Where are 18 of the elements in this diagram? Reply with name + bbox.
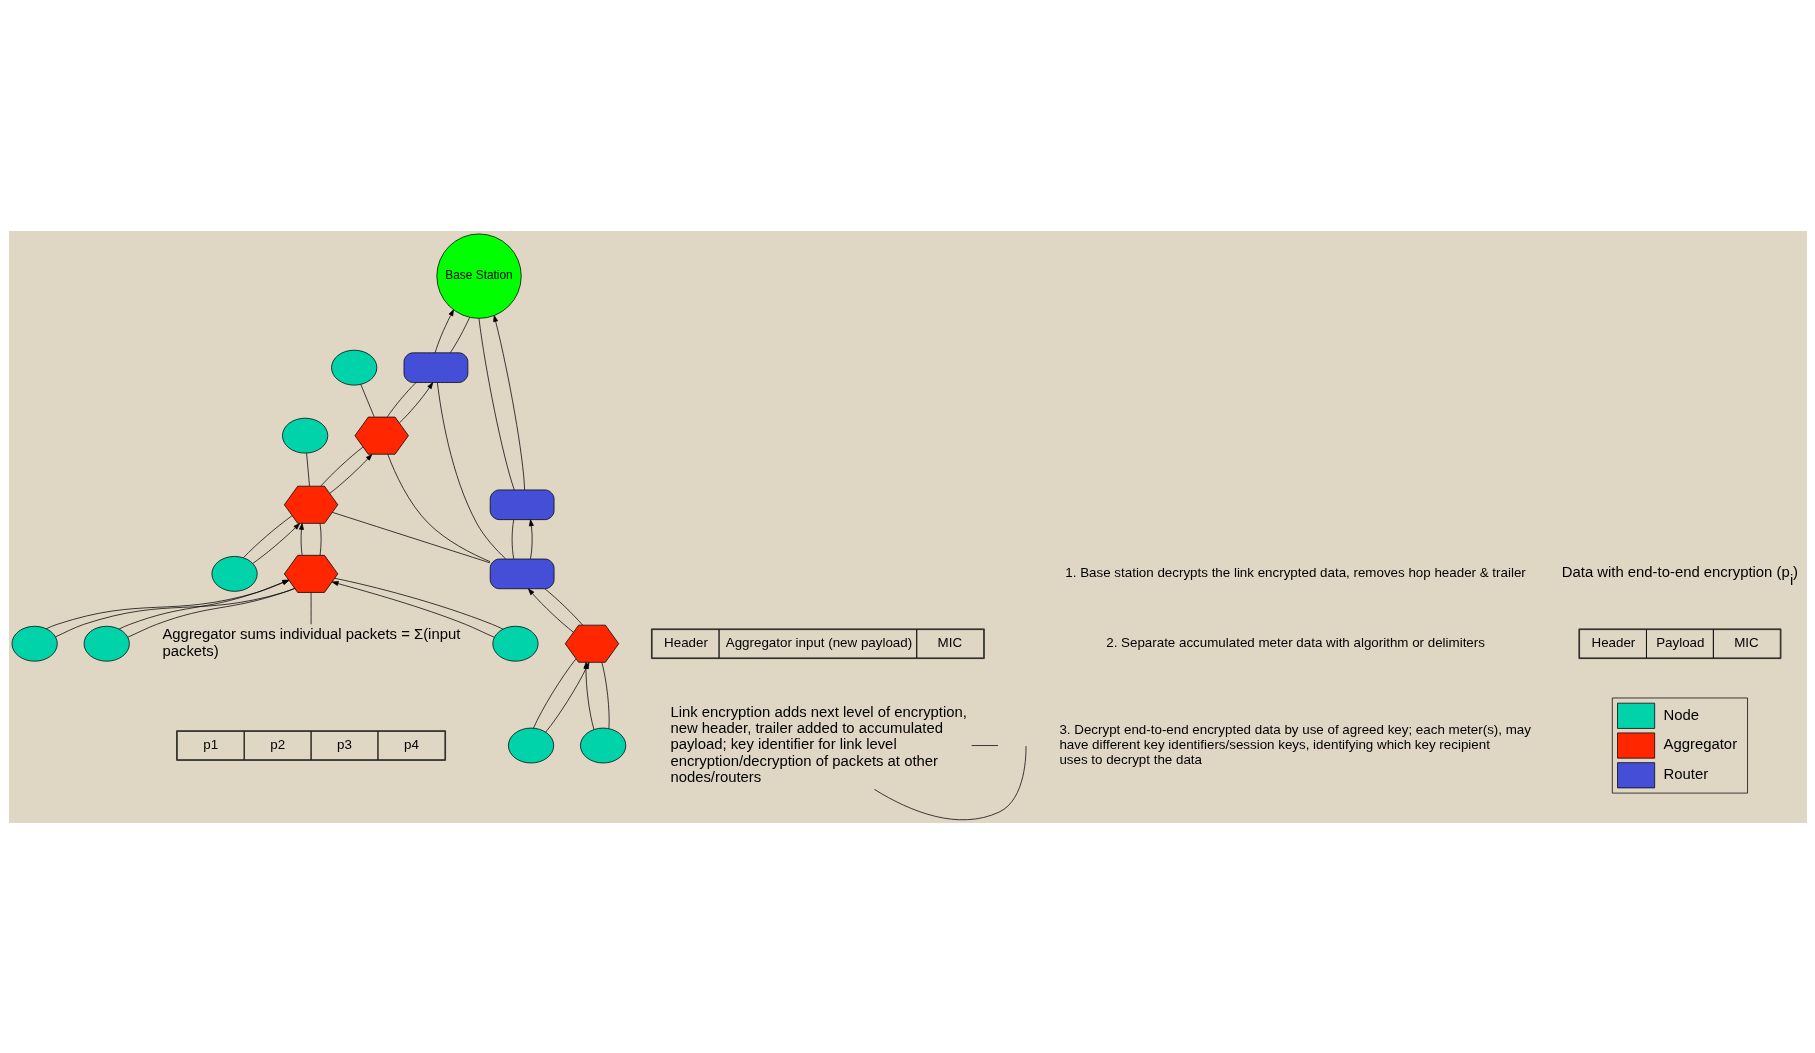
label: MIC — [1733, 634, 1759, 650]
label: Header — [1590, 634, 1635, 650]
legend-label: Router — [1663, 765, 1708, 782]
legend-label: Node — [1663, 706, 1699, 723]
label: 1. Base station decrypts the link encrypted data, removes hop header & trailer — [1064, 564, 1526, 580]
node-text: Aggregator sums individual packets = Σ(input packets) — [161, 625, 460, 659]
label: MIC — [937, 634, 962, 650]
label: p2 — [269, 736, 285, 752]
legend-label: Aggregator — [1663, 735, 1737, 752]
label: Payload — [1655, 634, 1704, 650]
label: Aggregator input (new payload) — [725, 634, 912, 650]
label: Header — [663, 634, 708, 650]
label: p1 — [202, 736, 218, 752]
label: 2. Separate accumulated meter data with algorithm or delimiters — [1105, 634, 1485, 650]
label: p3 — [336, 736, 352, 752]
label: p4 — [403, 736, 419, 752]
node-text: Link encryption adds next level of encryption, new header, trailer added to accumulated payload; key identifier for link level encryption/decryption of packets at other nodes/routers — [669, 703, 967, 785]
label: 3. Decrypt end-to-end encrypted data by use of agreed key; each meter(s), may have different key identifiers/session keys, identifying which key recipient uses to decrypt the data — [1058, 721, 1531, 767]
